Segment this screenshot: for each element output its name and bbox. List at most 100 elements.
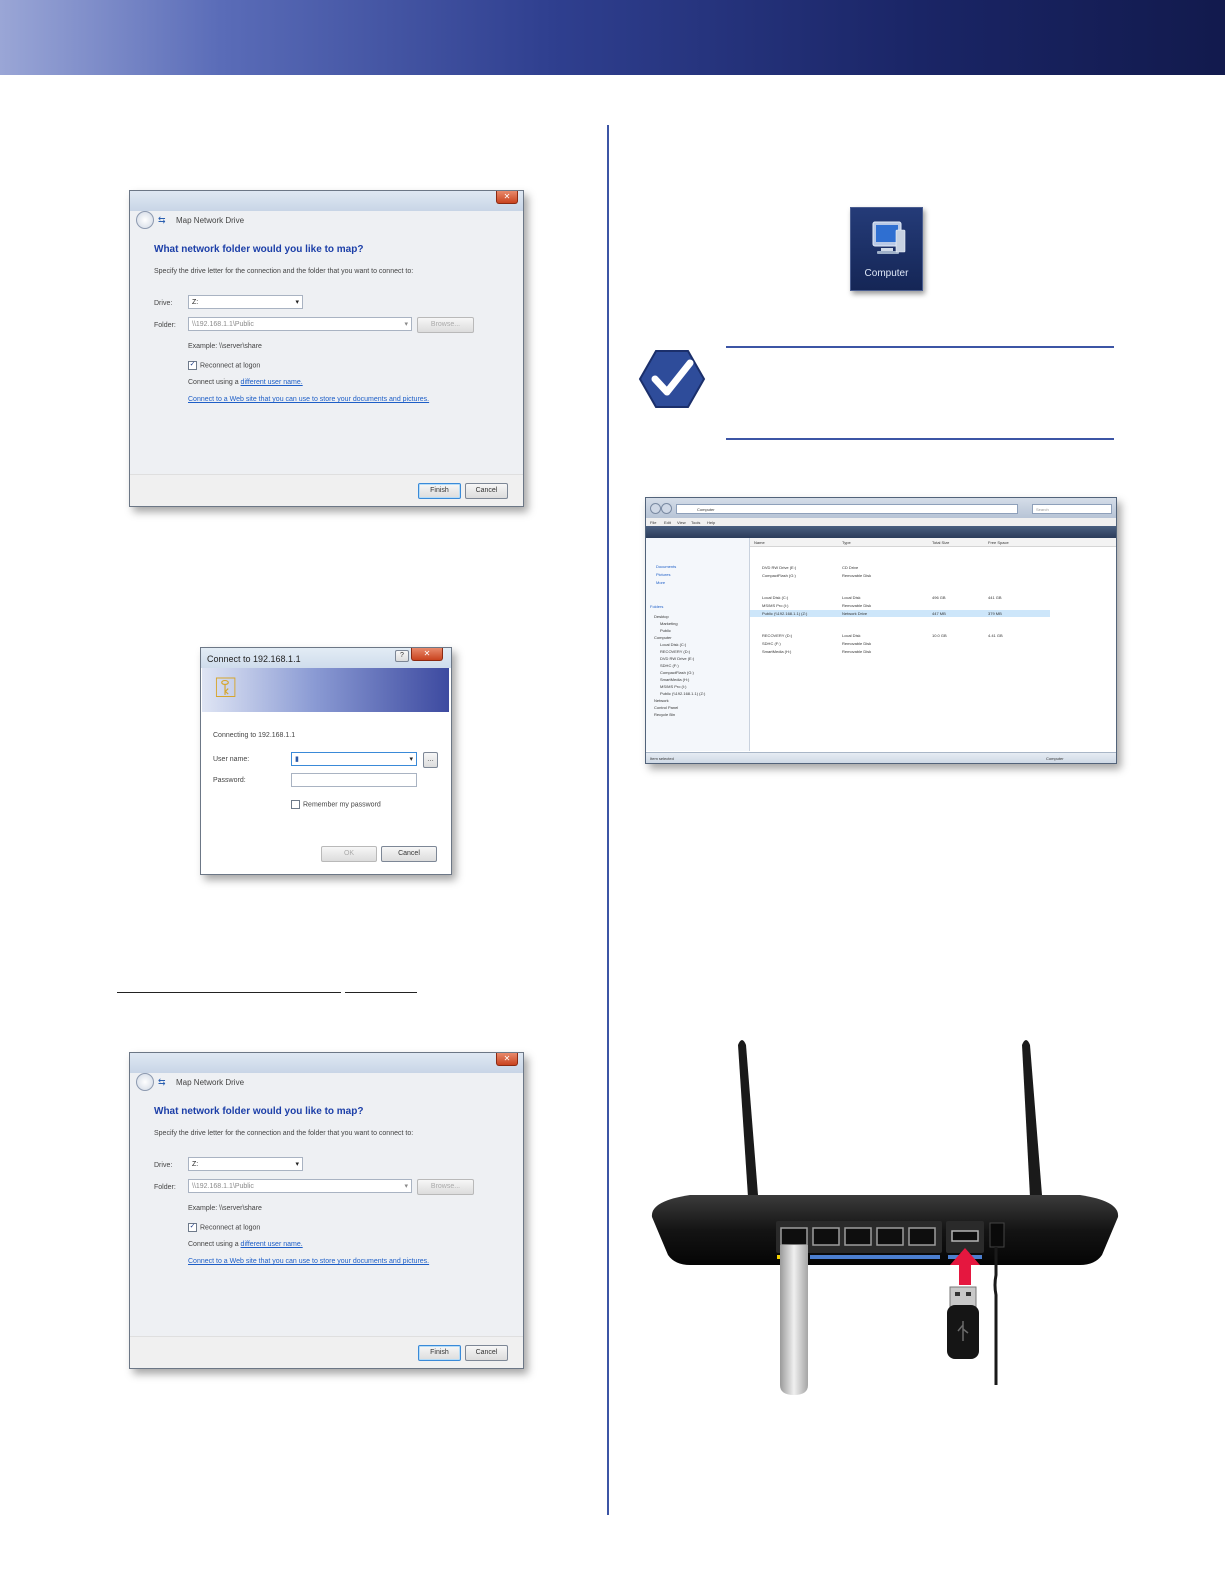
forward-arrow-icon[interactable] — [661, 503, 672, 514]
connect-using-prefix: Connect using a — [188, 379, 239, 386]
folder-value: \\192.168.1.1\Public — [192, 321, 254, 328]
help-icon[interactable]: ? — [395, 650, 409, 662]
table-cell: RECOVERY (D:) — [762, 633, 793, 638]
tree-item[interactable]: Computer — [654, 635, 672, 640]
drive-label: Drive: — [154, 1162, 173, 1169]
favorite-documents[interactable]: Documents — [656, 564, 677, 569]
drive-select[interactable]: Z:▾ — [188, 295, 303, 309]
right-antenna-icon — [1022, 1040, 1042, 1197]
table-row[interactable]: MS/MS Pro (I:)Removable Disk — [750, 602, 1050, 609]
reconnect-checkbox[interactable]: ✓Reconnect at logon — [188, 361, 260, 370]
tree-item[interactable]: Local Disk (C:) — [660, 642, 687, 647]
table-row[interactable]: Public (\\192.168.1.1) (Z:)Network Drive… — [750, 610, 1050, 617]
username-combo[interactable]: ▮▾ — [291, 752, 417, 766]
tree-item[interactable]: SDHC (F:) — [660, 663, 679, 668]
table-cell: 447 MB — [932, 611, 946, 616]
different-user-link[interactable]: different user name. — [240, 1241, 303, 1248]
menu-view[interactable]: View — [677, 520, 686, 525]
ok-button[interactable]: OK — [321, 846, 377, 862]
tree-item[interactable]: RECOVERY (D:) — [660, 649, 691, 654]
close-icon[interactable]: ✕ — [496, 1053, 518, 1066]
search-placeholder: Search — [1036, 507, 1049, 512]
back-arrow-icon[interactable] — [650, 503, 661, 514]
checkmark-icon: ✓ — [188, 361, 197, 370]
monitor-icon — [872, 221, 906, 254]
finish-button[interactable]: Finish — [418, 483, 461, 499]
table-cell: 441 GB — [988, 595, 1002, 600]
browse-button[interactable]: Browse... — [417, 317, 474, 333]
example-text: Example: \\server\share — [188, 1205, 262, 1212]
tree-item[interactable]: CompactFlash (G:) — [660, 670, 694, 675]
menu-help[interactable]: Help — [707, 520, 716, 525]
chevron-down-icon: ▾ — [404, 1183, 408, 1190]
table-row[interactable]: CompactFlash (G:)Removable Disk — [750, 572, 1050, 579]
website-link[interactable]: Connect to a Web site that you can use t… — [188, 1258, 430, 1265]
tree-item[interactable]: Network — [654, 698, 669, 703]
tree-item[interactable]: MS/MS Pro (I:) — [660, 684, 687, 689]
ethernet-cable — [780, 1245, 808, 1395]
browse-button[interactable]: Browse... — [417, 1179, 474, 1195]
favorite-pictures[interactable]: Pictures — [656, 572, 671, 577]
reconnect-checkbox[interactable]: ✓Reconnect at logon — [188, 1223, 260, 1232]
tree-item[interactable]: Marketing — [660, 621, 678, 626]
tree-item[interactable]: SmartMedia (H:) — [660, 677, 690, 682]
browse-users-button[interactable]: … — [423, 752, 438, 768]
drive-select[interactable]: Z:▾ — [188, 1157, 303, 1171]
back-arrow-icon[interactable] — [136, 1073, 154, 1091]
cancel-button[interactable]: Cancel — [465, 1345, 508, 1361]
password-label: Password: — [213, 777, 246, 784]
close-icon[interactable]: ✕ — [496, 191, 518, 204]
dialog-instruction: Specify the drive letter for the connect… — [154, 1130, 414, 1137]
reconnect-label: Reconnect at logon — [200, 1224, 261, 1232]
network-drive-icon: ⇆ — [158, 215, 166, 225]
ethernet-port-icon — [780, 1227, 936, 1246]
computer-desktop-icon[interactable]: Computer — [850, 207, 923, 291]
menu-edit[interactable]: Edit — [664, 520, 671, 525]
table-cell: Network Drive — [842, 611, 868, 616]
table-row[interactable]: SmartMedia (H:)Removable Disk — [750, 648, 1050, 655]
website-link[interactable]: Connect to a Web site that you can use t… — [188, 396, 430, 403]
table-row[interactable]: DVD RW Drive (E:)CD Drive — [750, 564, 1050, 571]
back-arrow-icon[interactable] — [136, 211, 154, 229]
chevron-down-icon: ▾ — [404, 321, 408, 328]
tree-item[interactable]: Control Panel — [654, 705, 679, 710]
drive-value: Z: — [192, 1161, 199, 1168]
note-checkmark-icon — [638, 350, 706, 408]
address-text: Computer — [697, 507, 715, 512]
table-row[interactable]: SDHC (F:)Removable Disk — [750, 640, 1050, 647]
col-total-size[interactable]: Total Size — [932, 540, 950, 545]
connect-banner — [202, 668, 449, 712]
favorite-more[interactable]: More — [656, 580, 666, 585]
finish-button[interactable]: Finish — [418, 1345, 461, 1361]
tree-item[interactable]: Recycle Bin — [654, 712, 676, 717]
different-user-link[interactable]: different user name. — [240, 379, 303, 386]
menu-file[interactable]: File — [650, 520, 657, 525]
col-type[interactable]: Type — [842, 540, 851, 545]
folder-input[interactable]: \\192.168.1.1\Public▾ — [188, 1179, 412, 1193]
header-banner — [0, 0, 1225, 75]
tree-item[interactable]: DVD RW Drive (E:) — [660, 656, 695, 661]
cancel-button[interactable]: Cancel — [381, 846, 437, 862]
power-cable — [993, 1247, 998, 1385]
tree-item[interactable]: Public (\\192.168.1.1) (Z:) — [660, 691, 706, 696]
password-input[interactable] — [291, 773, 417, 787]
cancel-button[interactable]: Cancel — [465, 483, 508, 499]
folders-title: Folders — [650, 604, 664, 609]
table-cell: 496 GB — [932, 595, 946, 600]
connecting-to-text: Connecting to 192.168.1.1 — [213, 732, 296, 739]
table-cell: 4.41 GB — [988, 633, 1003, 638]
tree-item[interactable]: Desktop — [654, 614, 669, 619]
close-icon[interactable]: ✕ — [411, 648, 443, 661]
col-name[interactable]: Name — [754, 540, 765, 545]
folder-input[interactable]: \\192.168.1.1\Public ▾ — [188, 317, 412, 331]
menu-tools[interactable]: Tools — [691, 520, 701, 525]
col-free-space[interactable]: Free Space — [988, 540, 1009, 545]
tree-item[interactable]: Public — [660, 628, 671, 633]
address-bar[interactable]: Computer — [676, 504, 1018, 514]
search-box[interactable]: Search — [1032, 504, 1112, 514]
table-cell: Removable Disk — [842, 649, 872, 654]
remember-checkbox[interactable]: Remember my password — [291, 800, 381, 809]
column-header: Name Type Total Size Free Space — [750, 538, 1116, 547]
